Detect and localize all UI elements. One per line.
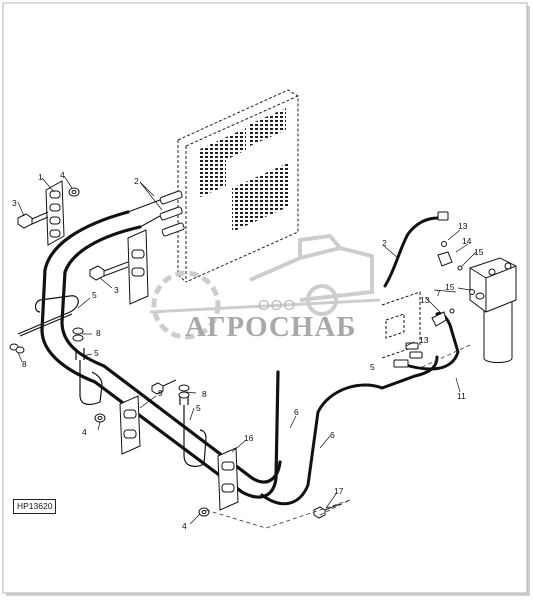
callouts: 1 2 2 3 3 4 4 4 5 5 5 5 6 6 7 8 8 8 9 11… <box>12 170 484 531</box>
right-fittings <box>393 211 485 368</box>
cap-screws <box>17 211 341 519</box>
nuts <box>9 187 210 517</box>
callout-4: 4 <box>60 170 65 180</box>
reference-lines <box>205 344 471 529</box>
callout-5: 5 <box>370 362 375 372</box>
callout-2: 2 <box>134 176 139 186</box>
callout-3: 3 <box>114 285 119 295</box>
callout-13: 13 <box>420 295 430 305</box>
watermark-emblem <box>149 233 381 340</box>
clamp-bracket-center <box>127 229 149 305</box>
callout-4: 4 <box>182 521 187 531</box>
callout-6: 6 <box>294 407 299 417</box>
callout-13: 13 <box>458 221 468 231</box>
callout-2: 2 <box>382 238 387 248</box>
leader-lines <box>17 175 477 525</box>
figure-id-label: HP13620 <box>13 499 57 514</box>
callout-15: 15 <box>474 247 484 257</box>
callout-15: 15 <box>445 282 455 292</box>
clamp-bracket-9 <box>119 395 141 455</box>
cooler-grille <box>198 108 290 232</box>
callout-5: 5 <box>94 348 99 358</box>
clamp-bracket-1 <box>45 180 65 246</box>
callout-8: 8 <box>22 359 27 369</box>
hydraulic-hoses <box>40 210 460 506</box>
callout-5: 5 <box>92 290 97 300</box>
hose-left-inner <box>60 225 282 484</box>
callout-17: 17 <box>334 486 344 496</box>
callout-7: 7 <box>436 288 441 298</box>
callout-8: 8 <box>96 328 101 338</box>
callout-1: 1 <box>38 172 43 182</box>
callout-13: 13 <box>419 335 429 345</box>
callout-5: 5 <box>196 403 201 413</box>
watermark-line-1: ООО <box>258 297 297 314</box>
callout-14: 14 <box>462 236 472 246</box>
callout-11: 11 <box>457 391 466 401</box>
hose-2-right <box>383 216 440 288</box>
callout-8: 8 <box>202 389 207 399</box>
valve-block <box>381 291 421 359</box>
callout-6: 6 <box>330 430 335 440</box>
callout-4: 4 <box>82 427 87 437</box>
callout-16: 16 <box>244 433 254 443</box>
callout-3: 3 <box>12 198 17 208</box>
watermark-line-2: АГРОСНАБ <box>185 311 357 343</box>
clamp-bracket-16 <box>217 447 239 511</box>
tube-fittings <box>17 295 207 467</box>
callout-9: 9 <box>158 388 163 398</box>
cooler-couplings <box>127 190 185 237</box>
